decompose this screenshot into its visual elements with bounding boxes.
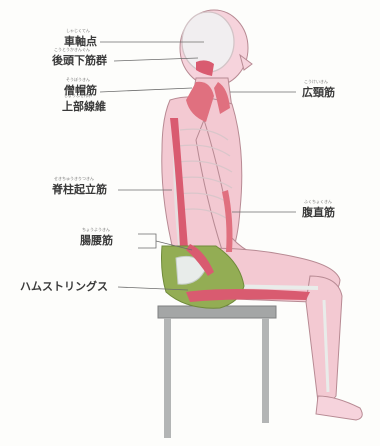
label-suboccipital: 後頭下筋群	[52, 55, 107, 66]
label-rectus-abdominis: 腹直筋	[302, 207, 335, 218]
label-atlas: 車軸点	[64, 36, 97, 47]
label-trapezius-ruby: そうぼうきん	[66, 78, 90, 82]
chair-leg-front	[164, 318, 171, 438]
label-iliopsoas: 腸腰筋	[80, 235, 113, 246]
lower-leg	[306, 276, 342, 402]
chair-leg-back	[262, 318, 269, 423]
chair	[158, 306, 276, 438]
label-rectus-abdominis-ruby: ふくちょくきん	[304, 200, 332, 204]
label-platysma-ruby: こうけいきん	[304, 80, 328, 84]
leader-trapezius	[100, 88, 192, 92]
label-iliopsoas-ruby: ちょうようきん	[82, 228, 110, 232]
foot	[316, 396, 362, 420]
label-upper-fibers-ruby: じょうぶせんい	[64, 94, 92, 98]
label-platysma: 広頸筋	[302, 87, 335, 98]
label-hamstrings: ハムストリングス	[20, 281, 108, 292]
leader-iliopsoas-bracket	[138, 234, 156, 248]
label-upper-fibers: 上部線維	[62, 101, 106, 112]
label-erector-spinae: 脊柱起立筋	[52, 184, 107, 195]
label-suboccipital-ruby: こうとうかきんぐん	[54, 48, 90, 52]
label-atlas-ruby: しゃじくてん	[66, 29, 90, 33]
label-erector-spinae-ruby: せきちゅうきりつきん	[54, 177, 94, 181]
